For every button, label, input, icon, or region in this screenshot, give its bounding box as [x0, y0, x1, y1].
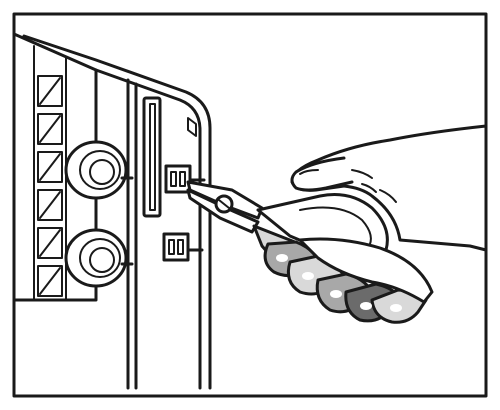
hand-icon — [263, 124, 488, 324]
sprue-frame-icon — [22, 34, 212, 390]
terminal-cells — [37, 75, 63, 297]
plastic-tab-icon-lower — [162, 232, 204, 262]
plastic-tab-icon — [164, 164, 206, 194]
terminal-block-icon — [12, 32, 98, 302]
cable-grommet-icon — [64, 140, 134, 200]
cable-grommet-icon-lower — [64, 228, 134, 288]
